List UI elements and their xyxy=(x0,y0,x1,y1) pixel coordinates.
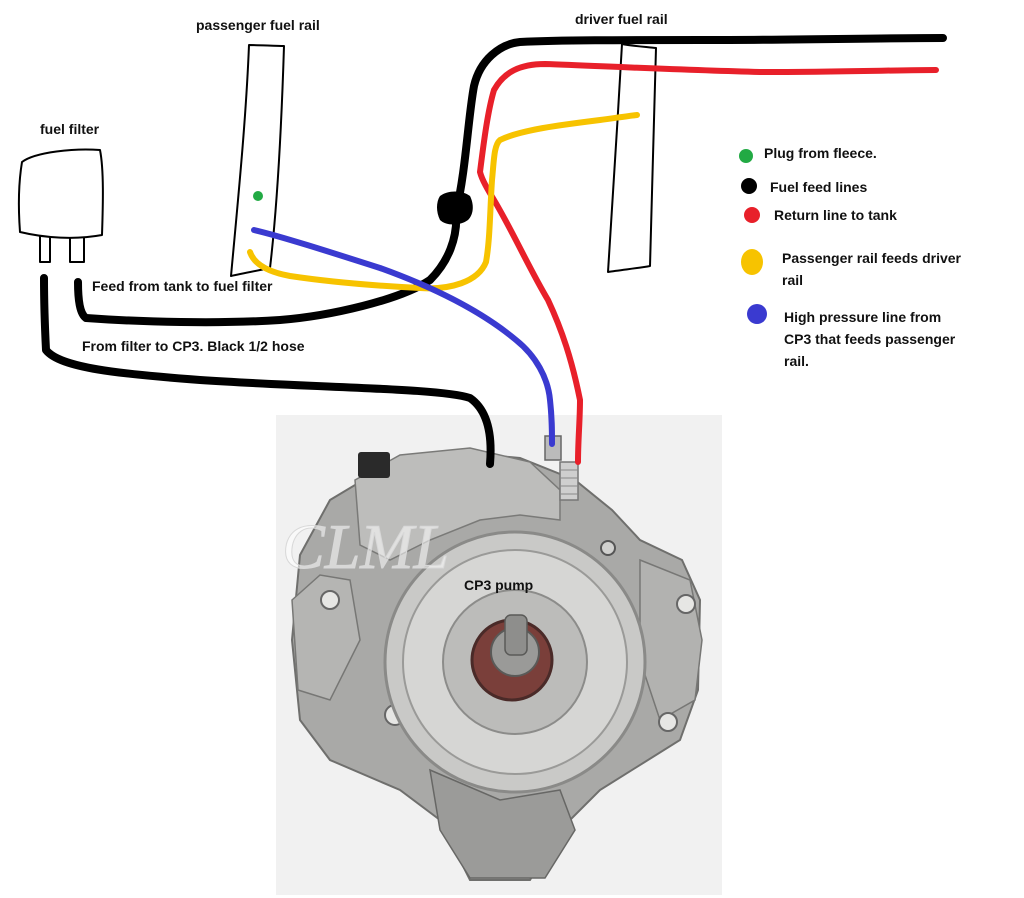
return-line-to-tank xyxy=(477,61,939,465)
driver-fuel-rail xyxy=(607,43,657,273)
electrical-connector xyxy=(358,452,390,478)
return-fitting xyxy=(559,461,579,501)
legend-swatch xyxy=(747,304,767,324)
pump-lower-bracket xyxy=(429,768,576,879)
passenger-fuel-rail-label: passenger fuel rail xyxy=(196,17,320,33)
feed-line-filter-to-cp3 xyxy=(40,274,495,468)
legend-text: Plug from fleece. xyxy=(764,145,877,161)
legend-text: Fuel feed lines xyxy=(770,179,867,195)
legend-text: Passenger rail feeds driver xyxy=(782,250,962,266)
feed-from-tank-label: Feed from tank to fuel filter xyxy=(92,278,273,294)
cp3-pump-label: CP3 pump xyxy=(464,577,533,593)
feed-line-tank-to-filter xyxy=(74,34,947,327)
watermark: CLML xyxy=(282,511,449,582)
pump-top-casting xyxy=(354,447,561,561)
legend-item-feed: Fuel feed lines xyxy=(741,178,867,195)
legend-text: rail. xyxy=(784,353,809,369)
high-pressure-line xyxy=(251,227,555,447)
feed-line-check-valve xyxy=(437,191,473,225)
bolt-hole xyxy=(658,712,678,732)
fuel-filter-label: fuel filter xyxy=(40,121,100,137)
bolt-hole xyxy=(676,594,696,614)
legend-swatch xyxy=(741,178,757,194)
legend-swatch xyxy=(739,149,753,163)
legend-item-return: Return line to tank xyxy=(744,207,897,223)
passenger-fuel-rail xyxy=(230,44,285,277)
cp3-pump-photo: CLML xyxy=(276,415,722,895)
pump-left-ear xyxy=(291,574,361,701)
driver-fuel-rail-label: driver fuel rail xyxy=(575,11,668,27)
plug-dot xyxy=(253,191,263,201)
legend-text: High pressure line from xyxy=(784,309,941,325)
fuel-filter-port-right xyxy=(69,237,85,263)
legend-item-high-pressure: High pressure line from CP3 that feeds p… xyxy=(747,304,956,369)
legend: Plug from fleece. Fuel feed lines Return… xyxy=(739,145,962,369)
legend-text: rail xyxy=(782,272,803,288)
legend-swatch xyxy=(741,249,763,275)
legend-item-plug: Plug from fleece. xyxy=(739,145,877,163)
fitting-threads xyxy=(560,469,578,495)
filter-to-cp3-label: From filter to CP3. Black 1/2 hose xyxy=(82,338,305,354)
legend-text: CP3 that feeds passenger xyxy=(784,331,956,347)
pump-shaft-tip xyxy=(504,614,528,656)
legend-text: Return line to tank xyxy=(774,207,897,223)
bolt-hole xyxy=(320,590,340,610)
legend-item-crossover: Passenger rail feeds driver rail xyxy=(741,249,962,288)
fuel-filter xyxy=(17,148,104,263)
fuel-filter-port-left xyxy=(39,235,51,263)
fuel-filter-body xyxy=(17,148,104,239)
crossover-line-passenger-to-driver xyxy=(247,112,640,292)
bolt-hole xyxy=(600,540,616,556)
legend-swatch xyxy=(744,207,760,223)
